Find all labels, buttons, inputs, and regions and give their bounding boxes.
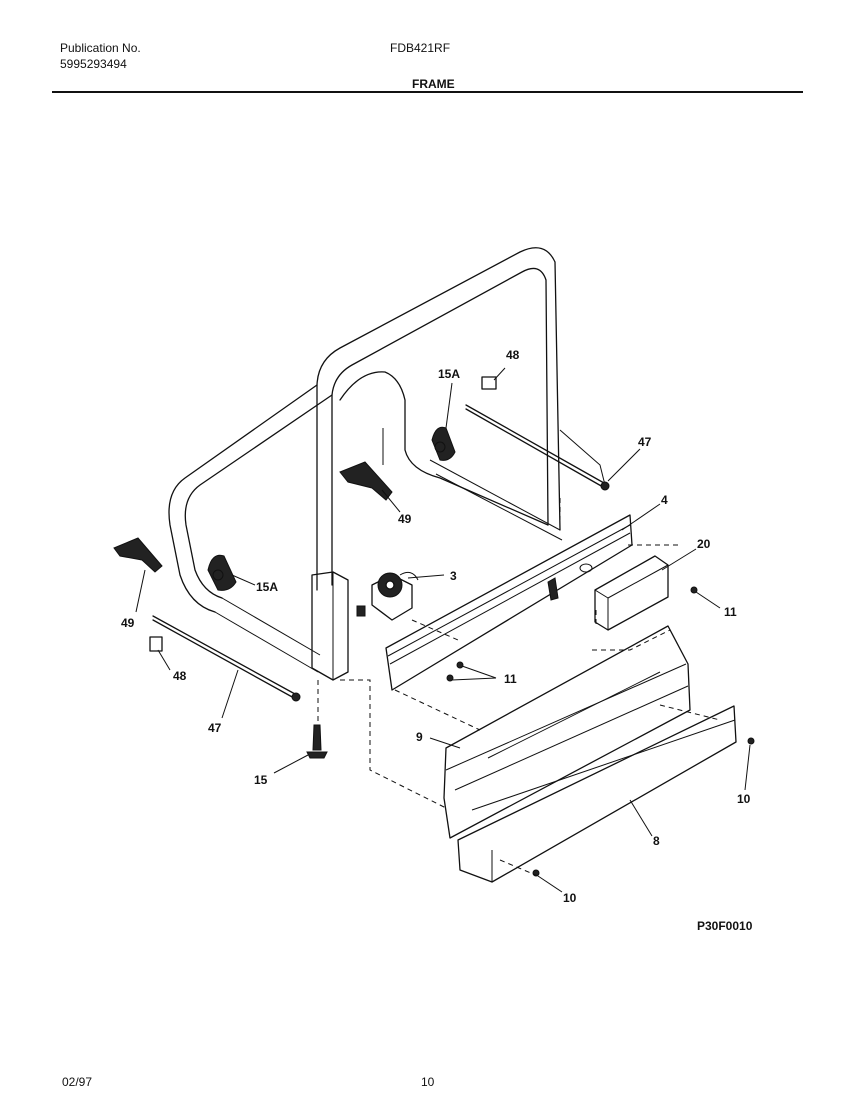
leg-screw-15 <box>306 724 328 759</box>
toe-panel-9 <box>443 625 691 839</box>
clip-48-top <box>481 376 497 390</box>
callout-47-left: 47 <box>208 721 222 735</box>
frame-tub-outline <box>168 247 606 673</box>
screw-11-mid-a <box>456 661 464 669</box>
header-rule <box>52 91 803 93</box>
screw-10-right <box>747 737 755 745</box>
callout-10-bottom: 10 <box>563 891 577 905</box>
callout-3: 3 <box>450 569 457 583</box>
callout-49-left: 49 <box>121 616 135 630</box>
assembly-lines <box>317 498 721 877</box>
callout-11-mid: 11 <box>504 672 517 686</box>
screw-11-mid-b <box>446 674 454 682</box>
callout-20: 20 <box>697 537 711 551</box>
publication-label: Publication No. <box>60 41 141 55</box>
footer-page-number: 10 <box>421 1075 435 1089</box>
callout-10-right: 10 <box>737 792 751 806</box>
callout-11-right: 11 <box>724 605 737 619</box>
cover-20 <box>594 555 669 631</box>
leader-lines <box>135 367 751 893</box>
callout-9: 9 <box>416 730 423 744</box>
callout-4: 4 <box>661 493 668 507</box>
hinge-assembly-3 <box>356 571 419 621</box>
callout-8: 8 <box>653 834 660 848</box>
front-rail-4 <box>385 514 633 691</box>
kick-plate-8 <box>457 705 737 883</box>
callout-49-mid: 49 <box>398 512 412 526</box>
callout-15: 15 <box>254 773 268 787</box>
model-number: FDB421RF <box>390 41 451 55</box>
callout-15a-left: 15A <box>256 580 278 594</box>
rod-47-left <box>152 615 301 702</box>
diagram-code: P30F0010 <box>697 919 753 933</box>
clip-48-left <box>149 636 163 652</box>
callout-47-right: 47 <box>638 435 652 449</box>
bracket-49-left <box>113 537 163 573</box>
bracket-49-mid <box>339 461 393 501</box>
left-front-post <box>311 571 349 681</box>
section-title: FRAME <box>412 77 455 91</box>
footer-date: 02/97 <box>62 1075 92 1089</box>
hinge-15a-left <box>207 554 237 591</box>
hinge-15a-top <box>431 426 456 461</box>
screw-11-right <box>690 586 698 594</box>
callout-48-left: 48 <box>173 669 187 683</box>
callout-48-top: 48 <box>506 348 520 362</box>
rod-47-right <box>465 404 610 491</box>
callout-15a-top: 15A <box>438 367 460 381</box>
publication-number: 5995293494 <box>60 57 127 71</box>
